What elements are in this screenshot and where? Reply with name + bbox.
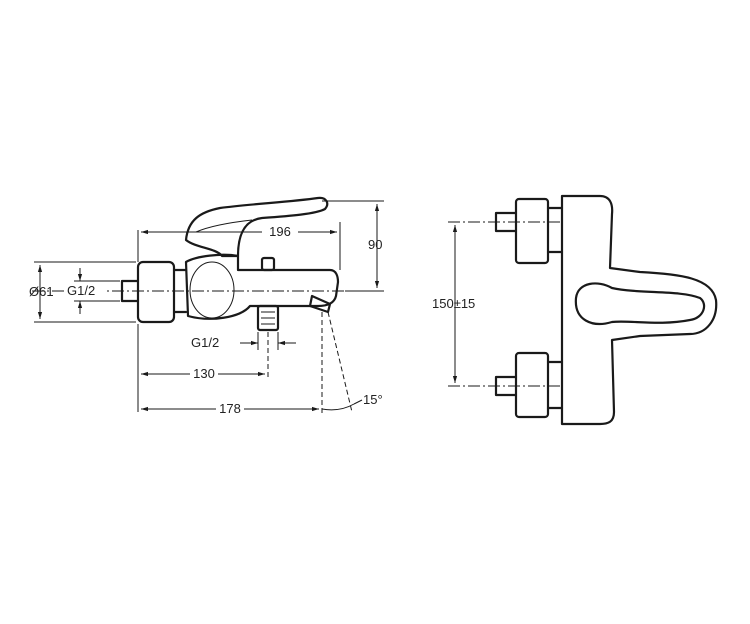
lower-inlet-nut: [514, 351, 550, 419]
front-lever: [574, 282, 706, 325]
dim-width-top: 196: [269, 224, 291, 239]
dim-total-length: 178: [219, 401, 241, 416]
wall-rosette: [136, 260, 176, 324]
dim-outlet-pos: 130: [193, 366, 215, 381]
lever-handle: [184, 196, 329, 258]
front-view: 150±15: [432, 194, 718, 426]
inlet-pipe: [120, 279, 140, 303]
body-ellipse: [189, 261, 235, 319]
dim-spacing: 150±15: [432, 296, 475, 311]
dim-diameter: Ø61: [29, 284, 54, 299]
upper-inlet-nut: [514, 197, 550, 265]
dim-spout-angle: 15°: [363, 392, 383, 407]
dim-inlet-thread: G1/2: [67, 283, 95, 298]
front-body: [560, 194, 718, 426]
dim-height: 90: [368, 237, 382, 252]
outlet-thread: [256, 304, 280, 332]
side-view: 196 90 Ø61 G1/2 G1/2 130 178: [29, 196, 384, 416]
dim-outlet-thread: G1/2: [191, 335, 219, 350]
